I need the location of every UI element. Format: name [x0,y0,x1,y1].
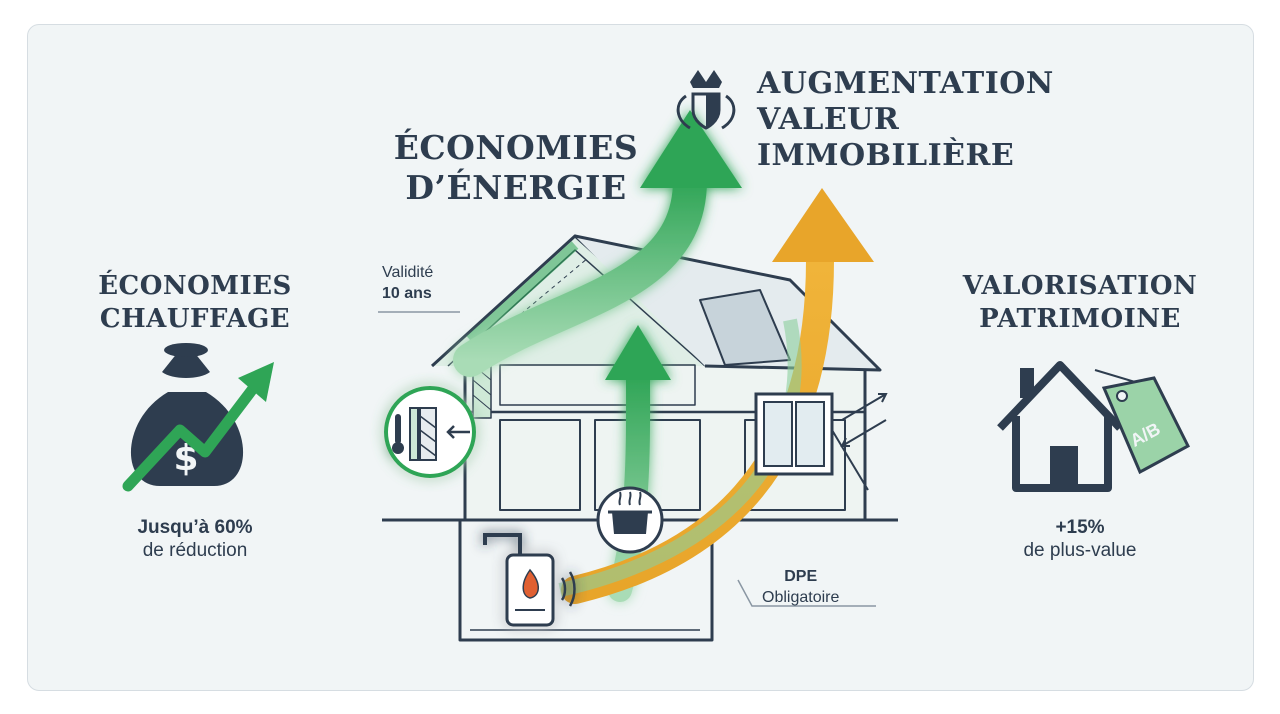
dpe-callout: DPE Obligatoire [762,566,839,608]
heading-line: VALEUR [757,102,900,137]
house-icon [997,361,1123,492]
heating-stat: Jusqu’à 60% de réduction [115,516,275,562]
dpe-label: DPE [784,568,818,585]
window-icon [754,392,888,491]
dpe-leader [737,579,876,607]
patrimoine-stat-caption: de plus-value [1023,540,1137,561]
basement-walls [458,520,714,642]
heating-savings-heading: ÉCONOMIES CHAUFFAGE [95,270,295,336]
thermometer-icon [384,386,476,478]
boiler-icon [483,533,576,627]
value-increase-heading: AUGMENTATION VALEUR IMMOBILIÈRE [757,66,1054,174]
patrimoine-stat: +15% de plus-value [1000,516,1160,562]
heading-line: ÉCONOMIES [393,128,639,167]
heating-stat-caption: de réduction [142,540,248,561]
trend-arrow-icon [122,362,274,492]
heating-stat-value: Jusqu’à 60% [137,517,253,538]
heading-line: CHAUFFAGE [99,304,291,334]
patrimoine-stat-value: +15% [1055,517,1105,538]
validity-label: Validité [382,264,434,281]
heading-line: IMMOBILIÈRE [757,138,1015,173]
heading-line: AUGMENTATION [757,66,1054,101]
heading-line: ÉCONOMIES [98,271,292,301]
energy-savings-heading: ÉCONOMIES D’ÉNERGIE [381,128,651,208]
heading-line: PATRIMOINE [979,304,1181,334]
crest-shield-icon [676,70,736,130]
price-tag-icon: A/B [1094,369,1190,475]
energy-swoosh [558,318,802,597]
cooking-pot-icon [596,486,664,554]
asset-valuation-heading: VALORISATION PATRIMOINE [955,270,1205,336]
energy-arrow [453,110,742,377]
dpe-requirement: Obligatoire [762,589,840,606]
validity-duration: 10 ans [382,285,432,302]
heading-line: VALORISATION [962,271,1198,301]
validity-callout: Validité 10 ans [382,262,433,304]
heading-line: D’ÉNERGIE [405,168,627,207]
